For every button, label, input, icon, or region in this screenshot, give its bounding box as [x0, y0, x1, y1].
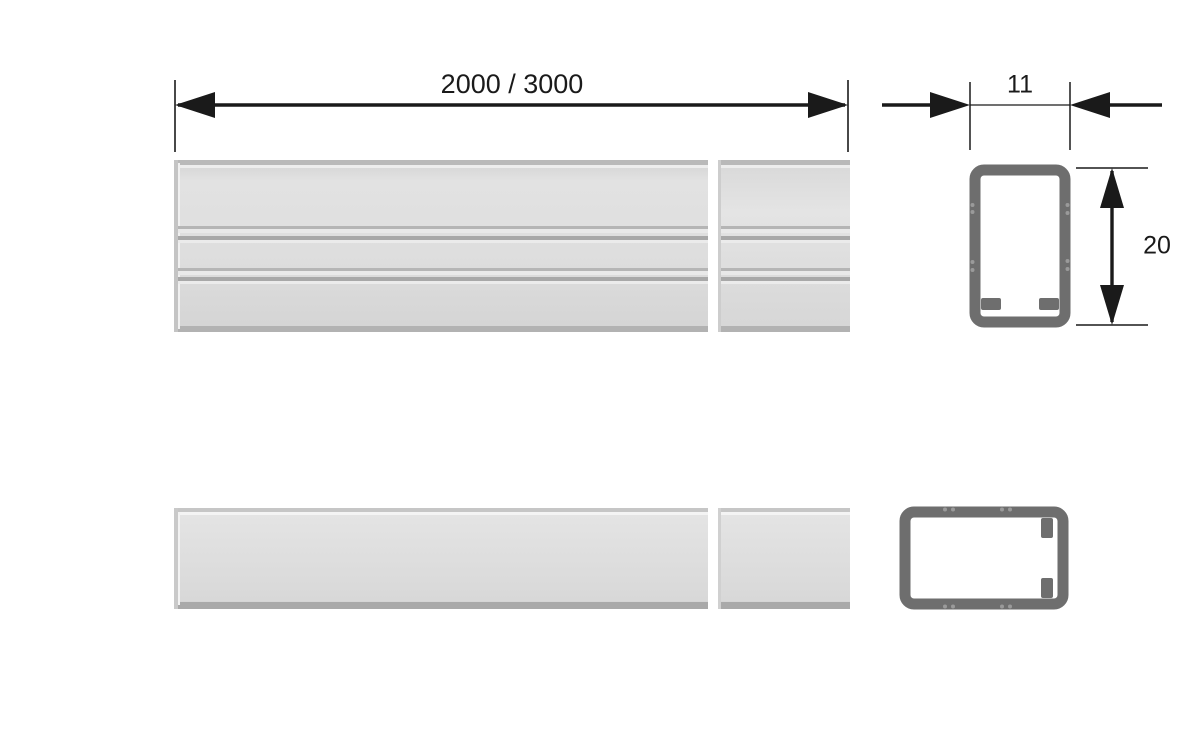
side-notch-icon	[970, 260, 975, 264]
profile-left-edge	[174, 160, 178, 332]
groove-highlight	[178, 281, 708, 284]
dimension-width-label: 11	[1007, 71, 1033, 99]
side-notch-icon	[1008, 604, 1012, 609]
arrowhead-right-icon	[1070, 92, 1110, 118]
cover-body-face	[174, 508, 708, 608]
profile-left-edge	[718, 160, 721, 332]
side-notch-icon	[943, 604, 947, 609]
cover-left-highlight	[178, 512, 180, 605]
groove-line	[178, 277, 708, 281]
plan-view-segment-left	[174, 508, 708, 609]
profile-top-highlight	[718, 165, 850, 168]
arrowhead-top-icon	[1100, 168, 1124, 208]
profile-bottom-edge	[174, 326, 708, 332]
cover-bottom-edge	[174, 602, 708, 609]
dimension-height-label: 20	[1143, 232, 1171, 260]
arrowhead-bottom-icon	[1100, 285, 1124, 325]
groove-highlight	[721, 240, 850, 243]
side-notch-icon	[951, 604, 955, 609]
cover-top-highlight	[718, 512, 850, 515]
profile-top-edge	[174, 160, 708, 165]
profile-top-edge	[718, 160, 850, 165]
groove-line	[178, 268, 708, 271]
groove-line	[178, 226, 708, 229]
arrowhead-left-icon	[175, 92, 215, 118]
cover-body-face	[718, 508, 850, 608]
profile-body-face	[718, 160, 850, 332]
dimension-length: 2000 / 3000	[174, 69, 849, 152]
arrowhead-right-icon	[808, 92, 848, 118]
side-notch-icon	[970, 268, 975, 272]
side-notch-icon	[1000, 604, 1004, 609]
cover-top-edge	[718, 508, 850, 512]
arrowhead-left-icon	[930, 92, 970, 118]
groove-highlight	[178, 271, 708, 275]
cover-bottom-edge	[718, 602, 850, 609]
side-notch-icon	[943, 507, 947, 512]
cross-section-horizontal-view	[899, 506, 1069, 610]
cover-left-edge	[718, 508, 721, 609]
dimension-length-label: 2000 / 3000	[441, 69, 584, 99]
front-elevation-segment-left	[174, 160, 708, 332]
profile-top-highlight	[174, 165, 708, 168]
plan-view-segment-right	[718, 508, 850, 609]
side-notch-icon	[970, 210, 975, 214]
groove-line	[178, 236, 708, 240]
profile-outer-wall	[899, 506, 1069, 610]
groove-line	[721, 277, 850, 281]
side-notch-icon	[1000, 507, 1004, 512]
side-notch-icon	[1065, 267, 1070, 271]
profile-bottom-edge	[718, 326, 850, 332]
profile-left-highlight	[178, 163, 180, 329]
cover-left-edge	[174, 508, 178, 609]
front-elevation-segment-right	[718, 160, 850, 332]
side-notch-icon	[1065, 211, 1070, 215]
side-notch-icon	[951, 507, 955, 512]
groove-line	[721, 226, 850, 229]
groove-highlight	[721, 271, 850, 275]
groove-line	[721, 268, 850, 271]
front-elevation-view	[174, 160, 850, 332]
cover-top-highlight	[174, 512, 708, 515]
profile-outer-wall	[969, 164, 1071, 328]
groove-tab-right	[1039, 298, 1059, 310]
groove-highlight	[721, 229, 850, 233]
side-notch-icon	[1065, 259, 1070, 263]
groove-line	[721, 236, 850, 240]
cross-section-vertical-view	[969, 164, 1071, 328]
groove-tab-bottom	[1041, 578, 1053, 598]
plan-view	[174, 508, 850, 609]
groove-tab-left	[981, 298, 1001, 310]
groove-tab-top	[1041, 518, 1053, 538]
side-notch-icon	[970, 203, 975, 207]
profile-body-face	[174, 160, 708, 332]
groove-highlight	[178, 240, 708, 243]
side-notch-icon	[1008, 507, 1012, 512]
groove-highlight	[721, 281, 850, 284]
side-notch-icon	[1065, 203, 1070, 207]
cover-top-edge	[174, 508, 708, 512]
dimension-width: 11	[882, 71, 1162, 150]
dimension-height: 20	[1076, 167, 1171, 326]
groove-highlight	[178, 229, 708, 233]
